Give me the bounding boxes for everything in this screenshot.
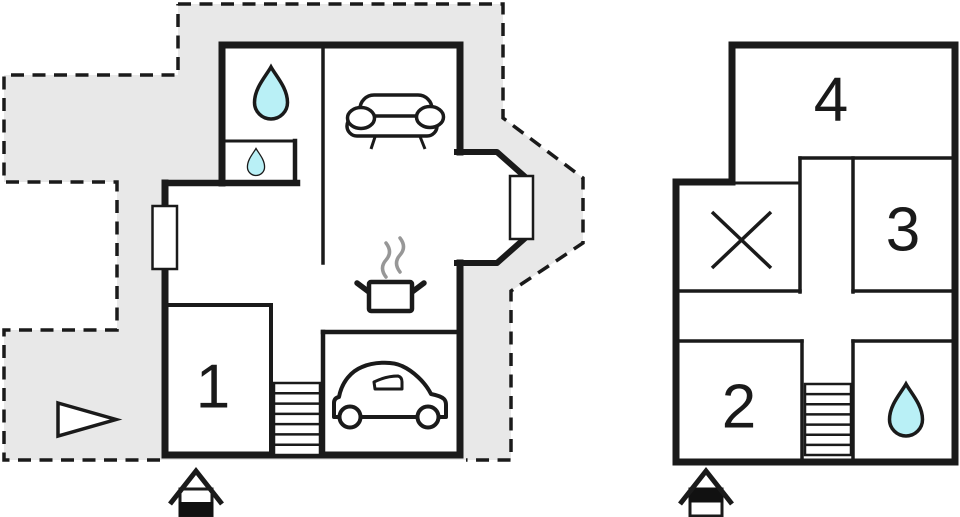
terrace-boundary-dashed (2, 2, 585, 462)
direction-arrow-icon (56, 400, 123, 439)
steam-icon (394, 236, 406, 274)
house-roof (168, 466, 224, 506)
room-label-3: 3 (886, 195, 920, 264)
bay-window-wall-bottom (454, 235, 528, 266)
stairs-icon (272, 381, 322, 457)
car-icon (332, 360, 448, 430)
room-label-4: 4 (814, 65, 848, 134)
entrance-house-icon (678, 466, 734, 517)
bay-window-icon (508, 174, 535, 241)
interior-walls (674, 156, 957, 464)
water-drop-icon (252, 63, 290, 121)
house-interior (165, 45, 523, 455)
water-drop-small-icon (246, 147, 266, 177)
window-icon (151, 204, 179, 271)
upper-floor-plan: 2 3 4 (672, 41, 959, 517)
bay-window-wall-top (454, 149, 528, 180)
cooking-pot-icon (354, 236, 427, 314)
entrance-house-icon (168, 466, 224, 517)
sofa-icon (345, 93, 446, 150)
cross-icon (710, 210, 773, 270)
stairs-icon (803, 382, 853, 457)
steam-icon (380, 241, 392, 279)
water-drop-icon (887, 380, 925, 438)
room-label-2: 2 (722, 372, 756, 441)
ground-floor-plan: 1 (2, 2, 585, 517)
house-roof (678, 466, 734, 506)
interior-walls (163, 43, 463, 458)
room-label-1: 1 (196, 352, 230, 421)
